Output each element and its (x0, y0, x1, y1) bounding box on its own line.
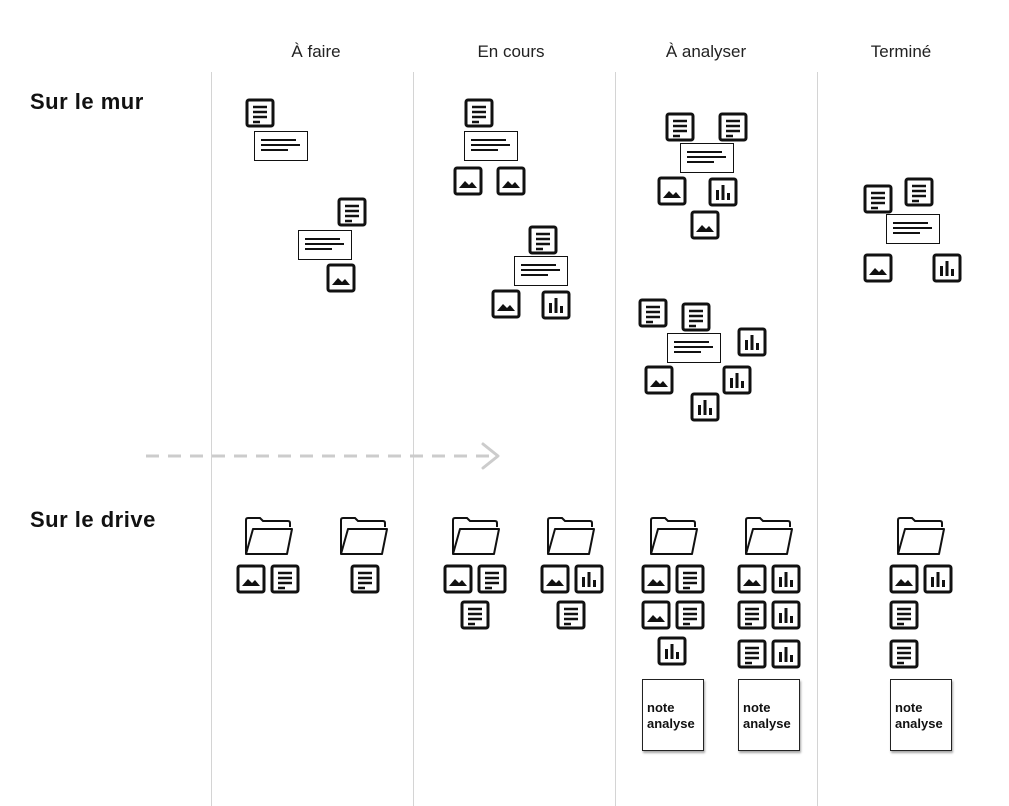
column-header-en-cours: En cours (477, 42, 545, 61)
dashed-arrow-icon (146, 442, 500, 470)
text-card-icon (254, 131, 308, 161)
document-icon (737, 600, 767, 630)
note-analyse-card: note analyse (642, 679, 704, 751)
image-icon (863, 253, 893, 283)
document-icon (675, 564, 705, 594)
bar-chart-icon (771, 639, 801, 669)
document-icon (477, 564, 507, 594)
note-analyse-card: note analyse (890, 679, 952, 751)
bar-chart-icon (541, 290, 571, 320)
bar-chart-icon (771, 564, 801, 594)
bar-chart-icon (708, 177, 738, 207)
column-header-termine: Terminé (870, 42, 932, 61)
image-icon (690, 210, 720, 240)
folder-icon (547, 517, 595, 555)
document-icon (464, 98, 494, 128)
folder-icon (650, 517, 698, 555)
image-icon (443, 564, 473, 594)
document-icon (460, 600, 490, 630)
image-icon (540, 564, 570, 594)
document-icon (889, 600, 919, 630)
note-label: analyse (647, 716, 695, 731)
document-icon (737, 639, 767, 669)
column-header-a-analyser: À analyser (665, 42, 747, 61)
document-icon (337, 197, 367, 227)
image-icon (644, 365, 674, 395)
document-icon (245, 98, 275, 128)
text-card-icon (667, 333, 721, 363)
text-card-icon (298, 230, 352, 260)
folder-icon (452, 517, 500, 555)
image-icon (491, 289, 521, 319)
column-divider (817, 72, 818, 806)
document-icon (638, 298, 668, 328)
image-icon (889, 564, 919, 594)
row-header-mur: Sur le mur (30, 89, 144, 114)
image-icon (737, 564, 767, 594)
text-card-icon (886, 214, 940, 244)
bar-chart-icon (690, 392, 720, 422)
note-analyse-card: note analyse (738, 679, 800, 751)
document-icon (675, 600, 705, 630)
document-icon (863, 184, 893, 214)
note-label: analyse (895, 716, 943, 731)
folder-icon (745, 517, 793, 555)
bar-chart-icon (722, 365, 752, 395)
bar-chart-icon (737, 327, 767, 357)
text-card-icon (680, 143, 734, 173)
bar-chart-icon (574, 564, 604, 594)
document-icon (904, 177, 934, 207)
image-icon (453, 166, 483, 196)
bar-chart-icon (657, 636, 687, 666)
note-label: note (647, 700, 675, 715)
document-icon (528, 225, 558, 255)
folder-icon (897, 517, 945, 555)
document-icon (665, 112, 695, 142)
document-icon (556, 600, 586, 630)
bar-chart-icon (771, 600, 801, 630)
image-icon (496, 166, 526, 196)
bar-chart-icon (932, 253, 962, 283)
document-icon (681, 302, 711, 332)
column-divider (413, 72, 414, 806)
image-icon (641, 600, 671, 630)
bar-chart-icon (923, 564, 953, 594)
column-divider (211, 72, 212, 806)
text-card-icon (514, 256, 568, 286)
document-icon (350, 564, 380, 594)
image-icon (326, 263, 356, 293)
folder-icon (245, 517, 293, 555)
document-icon (889, 639, 919, 669)
note-label: analyse (743, 716, 791, 731)
image-icon (657, 176, 687, 206)
note-label: note (895, 700, 923, 715)
row-header-drive: Sur le drive (30, 507, 156, 532)
document-icon (270, 564, 300, 594)
column-header-a-faire: À faire (291, 42, 341, 61)
image-icon (236, 564, 266, 594)
folder-icon (340, 517, 388, 555)
image-icon (641, 564, 671, 594)
text-card-icon (464, 131, 518, 161)
document-icon (718, 112, 748, 142)
column-divider (615, 72, 616, 806)
note-label: note (743, 700, 771, 715)
